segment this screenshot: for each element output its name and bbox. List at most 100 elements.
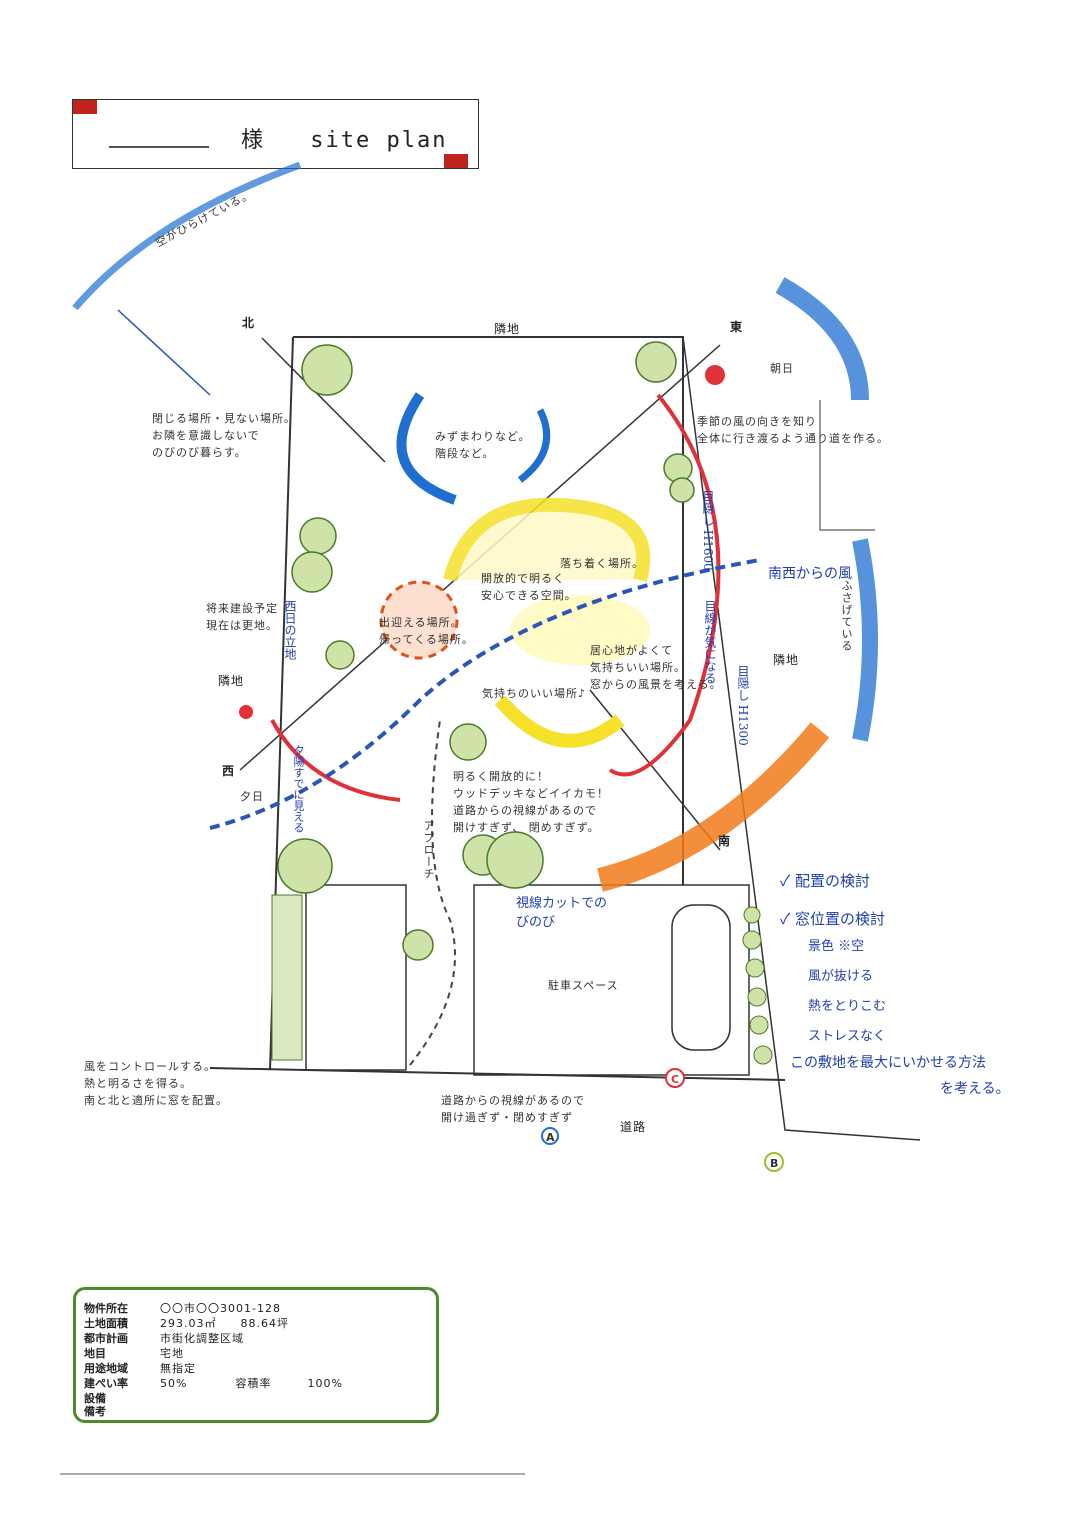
info-row: 地目宅地 <box>84 1347 184 1360</box>
tree-icon <box>325 640 355 670</box>
shrub-icon <box>749 1015 769 1035</box>
neighbor-boundary <box>819 400 875 531</box>
note-season-wind: 季節の風の向きを知り 全体に行き渡るよう通り道を作る。 <box>697 415 889 445</box>
sky-line <box>117 309 211 396</box>
sun-morning-icon <box>705 365 725 385</box>
compass-south: 南 <box>718 834 732 848</box>
evening-side-label: 夕陽すでに見える <box>292 745 305 833</box>
parking-label: 駐車スペース <box>548 979 619 992</box>
info-row: 備考 <box>84 1405 106 1418</box>
title-corner-mark <box>444 154 468 168</box>
note-road-gaze: 道路からの視線があるので 開け過ぎず・閉めすぎず <box>441 1094 585 1124</box>
note-calm: 落ち着く場所。 <box>560 557 644 570</box>
road-edge <box>209 1067 786 1081</box>
crescent-water <box>517 408 551 483</box>
shrub-icon <box>742 930 762 950</box>
compass-line-north <box>261 337 386 463</box>
shrub-icon <box>753 1045 773 1065</box>
evening-label: 夕日 <box>240 790 264 803</box>
title-honorific: 様 <box>241 128 266 153</box>
tree-icon <box>277 838 333 894</box>
morning-sun-arc <box>608 393 721 777</box>
neighbor-top: 隣地 <box>494 322 521 336</box>
note-green-yard: 視線カットでのびのび <box>516 896 608 930</box>
neighbor-right: 隣地 <box>773 653 800 667</box>
compass-line-south <box>589 689 721 851</box>
tree-icon <box>669 477 695 503</box>
car-icon <box>671 904 731 1051</box>
view-marker-c-label: C <box>671 1073 681 1086</box>
comfort-zone <box>494 695 625 748</box>
note-wind-control: 風をコントロールする。 熱と明るさを得る。 南と北と適所に窓を配置。 <box>84 1060 228 1107</box>
check-items: 景色 ※空 風が抜ける 熱をとりこむ ストレスなく <box>808 939 887 1044</box>
tree-icon <box>663 453 693 483</box>
note-open-bright: 開放的で明るく 安心できる空間。 <box>481 572 577 602</box>
page-title: 様 site plan <box>241 122 447 154</box>
south-heat-band <box>597 722 830 892</box>
hedge-h1300-label: 目隠し H1300 <box>736 665 750 746</box>
tree-icon <box>301 344 353 396</box>
welcome-zone <box>379 580 459 660</box>
evening-sun-arc <box>270 719 401 802</box>
title-box: 様 site plan <box>72 99 479 169</box>
approach-label: アプローチ <box>422 820 435 880</box>
open-space-zone <box>443 497 651 582</box>
approach-path <box>409 719 456 1066</box>
road-label: 道路 <box>620 1120 647 1134</box>
morning-label: 朝日 <box>770 362 794 375</box>
info-row: 用途地域無指定 <box>84 1362 196 1375</box>
building-footprint <box>305 884 407 1071</box>
hedge-h1600-label: 目隠し H1600 <box>701 490 715 571</box>
view-marker-a-label: A <box>546 1131 556 1144</box>
note-pleasant: 気持ちのいい場所♪ <box>482 687 587 700</box>
note-deck: 明るく開放的に！ ウッドデッキなどイイカモ！ 道路からの視線があるので 開けすぎ… <box>453 770 609 834</box>
comfort-zone <box>510 595 650 665</box>
sky-arc <box>775 277 869 401</box>
name-underline <box>109 146 209 148</box>
note-comfortable: 居心地がよくて 気持ちいい場所。 窓からの風景を考える。 <box>590 644 722 691</box>
view-marker-c <box>665 1068 685 1088</box>
note-stairs: みずまわりなど。 階段など。 <box>435 430 531 460</box>
tree-icon <box>299 517 337 555</box>
info-row: 物件所在〇〇市〇〇3001-128 <box>84 1302 281 1315</box>
tree-icon <box>402 929 434 961</box>
view-marker-a <box>541 1127 559 1145</box>
note-closed-area: 閉じる場所・見ない場所。 お隣を意識しないで のびのび暮らす。 <box>152 412 296 459</box>
view-marker-b <box>764 1152 784 1172</box>
note-maximize: この敷地を最大にいかせる方法 を考える。 <box>790 1055 1010 1097</box>
shrub-icon <box>743 906 761 924</box>
tree-icon <box>486 831 544 889</box>
note-welcome: 出迎える場所。 帰ってくる場所。 <box>379 616 474 646</box>
compass-west: 西 <box>222 764 236 778</box>
hedge-note: 目線が気になる <box>703 600 717 684</box>
title-corner-mark <box>73 100 97 114</box>
hedge <box>271 894 303 1061</box>
tree-icon <box>449 723 487 761</box>
sky-arc <box>852 538 878 742</box>
check-windows: ✓ 窓位置の検討 <box>780 910 886 928</box>
check-placement: ✓ 配置の検討 <box>780 872 871 890</box>
tree-icon <box>291 551 333 593</box>
shrub-icon <box>747 987 767 1007</box>
compass-east: 東 <box>730 320 744 334</box>
info-row: 都市計画市街化調整区域 <box>84 1332 244 1345</box>
neighbor-left: 隣地 <box>218 674 245 688</box>
fence-note: ふさげている <box>840 580 853 652</box>
title-name: site plan <box>310 128 448 153</box>
sun-evening-icon <box>239 705 253 719</box>
sky-arc <box>72 161 302 311</box>
view-marker-b-label: B <box>770 1157 780 1170</box>
crescent-water <box>396 392 457 505</box>
compass-north: 北 <box>242 316 256 330</box>
note-future-build: 将来建設予定 現在は更地。 <box>206 602 278 632</box>
shrub-icon <box>745 958 765 978</box>
west-hedge-label: 西日の立地 <box>283 600 297 660</box>
wind-sw-label: 南西からの風 <box>768 566 852 582</box>
wind-path <box>209 558 761 830</box>
info-row: 設備 <box>84 1392 106 1405</box>
tree-icon <box>635 341 677 383</box>
